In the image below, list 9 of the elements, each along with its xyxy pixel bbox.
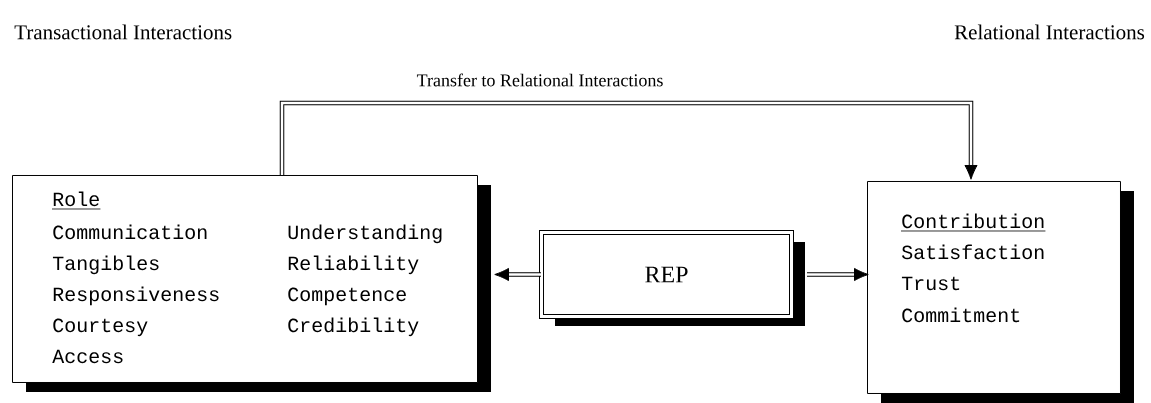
outcome-list-box: Contribution Satisfaction Trust Commitment (867, 181, 1134, 403)
heading: Relational Interactions (954, 24, 1145, 40)
arrow (494, 267, 541, 282)
heading: Transactional Interactions (14, 24, 232, 40)
rep-box: REP (539, 230, 805, 326)
quality-list-box: Role Communication Understanding Tangibles Reliability Responsiveness Competence Courtesy Credibility Access (12, 175, 491, 392)
arrow (279, 100, 978, 180)
edge-label: Transfer to Relational Interactions (414, 71, 666, 89)
arrow (807, 267, 869, 282)
